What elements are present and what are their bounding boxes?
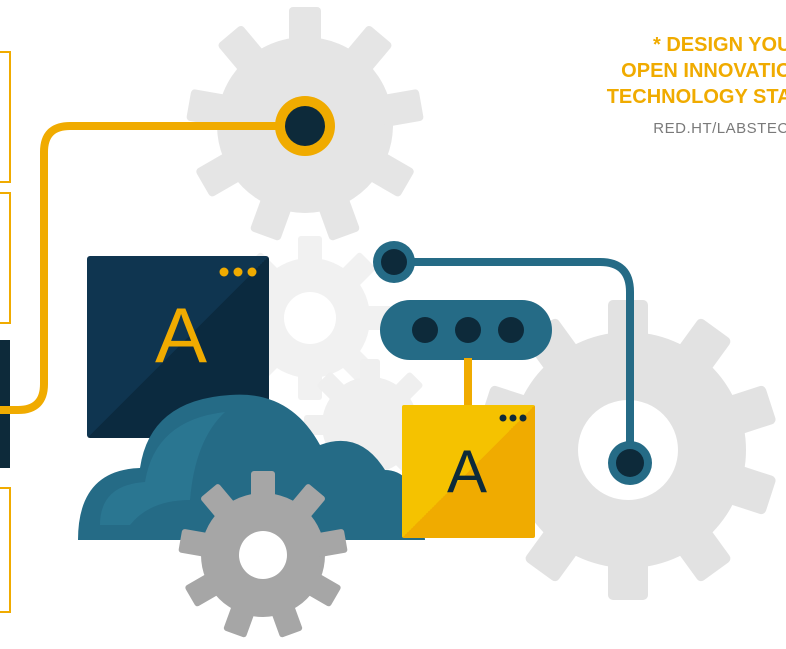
window-icon [87, 256, 269, 438]
side-box-2 [0, 192, 11, 324]
side-box-3 [0, 340, 10, 468]
window-icon [402, 405, 535, 538]
headline-line-2: OPEN INNOVATION [621, 60, 786, 82]
headline-line-1: * DESIGN YOUR [653, 34, 786, 56]
url-link[interactable]: RED.HT/LABSTECH [653, 120, 786, 137]
side-box-1 [0, 51, 11, 183]
window-letter: A [154, 291, 208, 379]
gear-icon [178, 471, 348, 639]
connector-icon [0, 122, 304, 414]
window-letter: A [446, 438, 488, 505]
side-box-4 [0, 487, 11, 613]
headline-line-3: TECHNOLOGY STAC [606, 86, 786, 108]
gear-icon [228, 236, 392, 400]
connector-icon [392, 258, 634, 464]
cloud-icon [78, 394, 425, 540]
headline: * DESIGN YOUR OPEN INNOVATION TECHNOLOGY… [476, 32, 786, 110]
